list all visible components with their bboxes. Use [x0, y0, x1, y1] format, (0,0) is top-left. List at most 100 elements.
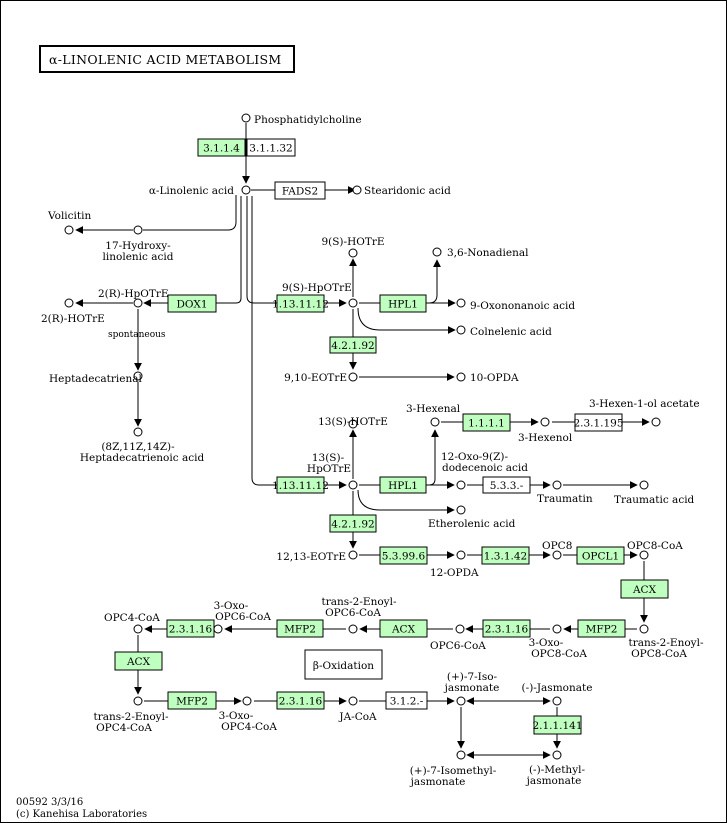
label-9s-hpotre: 9(S)-HpOTrE — [282, 282, 352, 294]
node-colnelenic-acid[interactable] — [456, 325, 466, 335]
node-phosphatidylcholine[interactable] — [241, 113, 251, 123]
node-ja-coa[interactable] — [348, 696, 358, 706]
node-3-hexenal[interactable] — [430, 417, 440, 427]
node-3-6-nonadienal[interactable] — [432, 247, 442, 257]
label-enoyl-opc6-2: OPC6-CoA — [325, 607, 381, 619]
svg-text:MFP2: MFP2 — [176, 696, 208, 708]
enzyme-mfp2-b[interactable]: MFP2 — [276, 619, 324, 638]
enzyme-3-1-1-32[interactable]: 3.1.1.32 — [246, 138, 296, 157]
node-13s-hotre[interactable] — [348, 419, 358, 429]
enzyme-2-3-1-195[interactable]: 2.3.1.195 — [573, 413, 624, 432]
node-3-oxo-opc8-coa[interactable] — [552, 624, 562, 634]
node-9-10-eotre[interactable] — [348, 372, 358, 382]
svg-text:5.3.3.-: 5.3.3.- — [490, 480, 524, 492]
enzyme-2-3-1-16-b[interactable]: 2.3.1.16 — [166, 619, 215, 638]
node-9s-hotre[interactable] — [348, 248, 358, 258]
label-opc4-coa: OPC4-CoA — [104, 612, 160, 624]
enzyme-fads2[interactable]: FADS2 — [274, 181, 326, 200]
node-13s-hpotre[interactable] — [348, 480, 358, 490]
label-9s-hotre: 9(S)-HOTrE — [321, 236, 384, 248]
enzyme-4-2-1-92-b[interactable]: 4.2.1.92 — [329, 514, 377, 533]
label-7-iso-jasmonate-1: (+)-7-Iso- — [447, 671, 498, 683]
compound-nodes — [64, 113, 661, 760]
node-heptadecatrienal[interactable] — [133, 371, 143, 381]
svg-text:ACX: ACX — [391, 624, 416, 636]
label-phosphatidylcholine: Phosphatidylcholine — [254, 114, 362, 126]
enzyme-1-1-1-1[interactable]: 1.1.1.1 — [462, 413, 511, 432]
node-12-opda[interactable] — [456, 550, 466, 560]
node-3-hexenol[interactable] — [540, 417, 550, 427]
label-ja-coa: JA-CoA — [338, 711, 377, 723]
svg-text:5.3.99.6: 5.3.99.6 — [382, 551, 426, 563]
node-opc4-coa[interactable] — [133, 624, 143, 634]
node-2r-hotre[interactable] — [64, 298, 74, 308]
label-stearidonic-acid: Stearidonic acid — [364, 185, 451, 197]
node-traumatin[interactable] — [552, 480, 562, 490]
node-12-oxo-dodecenoic-acid[interactable] — [456, 480, 466, 490]
enzyme-1-13-11-12-b[interactable]: 1.13.11.12 — [272, 476, 329, 494]
node-17-hydroxy-linolenic[interactable] — [133, 225, 143, 235]
enzyme-hpl1-b[interactable]: HPL1 — [379, 476, 427, 494]
svg-text:β-Oxidation: β-Oxidation — [313, 660, 374, 672]
label-methyl-jasmonate-2: jasmonate — [525, 775, 582, 787]
node-opc6-coa[interactable] — [455, 624, 465, 634]
node-7-iso-jasmonate[interactable] — [456, 696, 466, 706]
node-stearidonic-acid[interactable] — [352, 185, 362, 195]
label-opc8: OPC8 — [542, 540, 572, 552]
map-id-date: 00592 3/3/16 — [16, 797, 83, 808]
label-3-6-nonadienal: 3,6-Nonadienal — [447, 247, 529, 259]
node-3-oxo-opc4-coa[interactable] — [242, 696, 252, 706]
svg-text:2.1.1.141: 2.1.1.141 — [532, 720, 582, 732]
svg-text:1.13.11.12: 1.13.11.12 — [272, 299, 329, 311]
enzyme-hpl1-a[interactable]: HPL1 — [379, 294, 427, 313]
enzyme-2-3-1-16-c[interactable]: 2.3.1.16 — [276, 691, 325, 710]
svg-text:2.3.1.16: 2.3.1.16 — [485, 624, 529, 636]
enzyme-acx-c[interactable]: ACX — [114, 651, 163, 671]
node-12-13-eotre[interactable] — [348, 550, 358, 560]
enzyme-acx-a[interactable]: ACX — [620, 579, 669, 599]
label-enoyl-opc4-1: trans-2-Enoyl- — [93, 711, 168, 723]
enzyme-3-1-2[interactable]: 3.1.2.- — [385, 691, 428, 710]
svg-text:1.13.11.12: 1.13.11.12 — [272, 480, 329, 492]
node-9-oxononanoic-acid[interactable] — [456, 298, 466, 308]
label-3-oxo-opc8-1: 3-Oxo- — [529, 637, 564, 649]
node-heptadecatrienoic-acid[interactable] — [133, 427, 143, 437]
enzyme-mfp2-c[interactable]: MFP2 — [167, 691, 217, 710]
node-10-opda[interactable] — [456, 372, 466, 382]
label-7-isomethyl-2: jasmonate — [409, 776, 466, 788]
enzyme-5-3-99-6[interactable]: 5.3.99.6 — [379, 546, 428, 565]
node-trans-2-enoyl-opc6-coa[interactable] — [348, 624, 358, 634]
enzyme-mfp2-a[interactable]: MFP2 — [577, 619, 626, 638]
copyright: (c) Kanehisa Laboratories — [16, 809, 147, 820]
enzyme-dox1[interactable]: DOX1 — [167, 294, 217, 313]
enzyme-1-13-11-12-a[interactable]: 1.13.11.12 — [272, 294, 329, 313]
node-opc8[interactable] — [552, 550, 562, 560]
beta-oxidation-map-link[interactable]: β-Oxidation — [304, 649, 383, 680]
node-9s-hpotre[interactable] — [348, 298, 358, 308]
enzyme-2-3-1-16-a[interactable]: 2.3.1.16 — [482, 619, 531, 638]
node-3-oxo-opc6-coa[interactable] — [213, 624, 223, 634]
node-etherolenic-acid[interactable] — [456, 505, 466, 515]
enzyme-2-1-1-141[interactable]: 2.1.1.141 — [532, 715, 583, 735]
node-trans-2-enoyl-opc4-coa[interactable] — [133, 696, 143, 706]
node-alpha-linolenic-acid[interactable] — [241, 185, 251, 195]
node-trans-2-enoyl-opc8-coa[interactable] — [639, 624, 649, 634]
node-3-hexen-1-ol-acetate[interactable] — [651, 417, 661, 427]
node-traumatic-acid[interactable] — [639, 480, 649, 490]
label-enoyl-opc4-2: OPC4-CoA — [96, 722, 152, 734]
node-2r-hpotre[interactable] — [133, 298, 143, 308]
enzyme-acx-b[interactable]: ACX — [379, 619, 428, 638]
enzyme-3-1-1-4[interactable]: 3.1.1.4 — [197, 138, 246, 157]
node-volicitin[interactable] — [64, 225, 74, 235]
enzyme-5-3-3[interactable]: 5.3.3.- — [482, 476, 531, 494]
enzyme-opcl1[interactable]: OPCL1 — [576, 546, 625, 565]
node-jasmonate[interactable] — [552, 696, 562, 706]
label-jasmonate: (-)-Jasmonate — [522, 682, 593, 694]
node-methyl-jasmonate[interactable] — [552, 750, 562, 760]
enzyme-4-2-1-92-a[interactable]: 4.2.1.92 — [329, 336, 377, 354]
node-7-isomethyl-jasmonate[interactable] — [456, 750, 466, 760]
label-12-oxo-dodecenoic-2: dodecenoic acid — [442, 462, 528, 474]
label-2r-hotre: 2(R)-HOTrE — [41, 313, 105, 325]
node-opc8-coa[interactable] — [639, 550, 649, 560]
enzyme-1-3-1-42[interactable]: 1.3.1.42 — [481, 546, 530, 565]
